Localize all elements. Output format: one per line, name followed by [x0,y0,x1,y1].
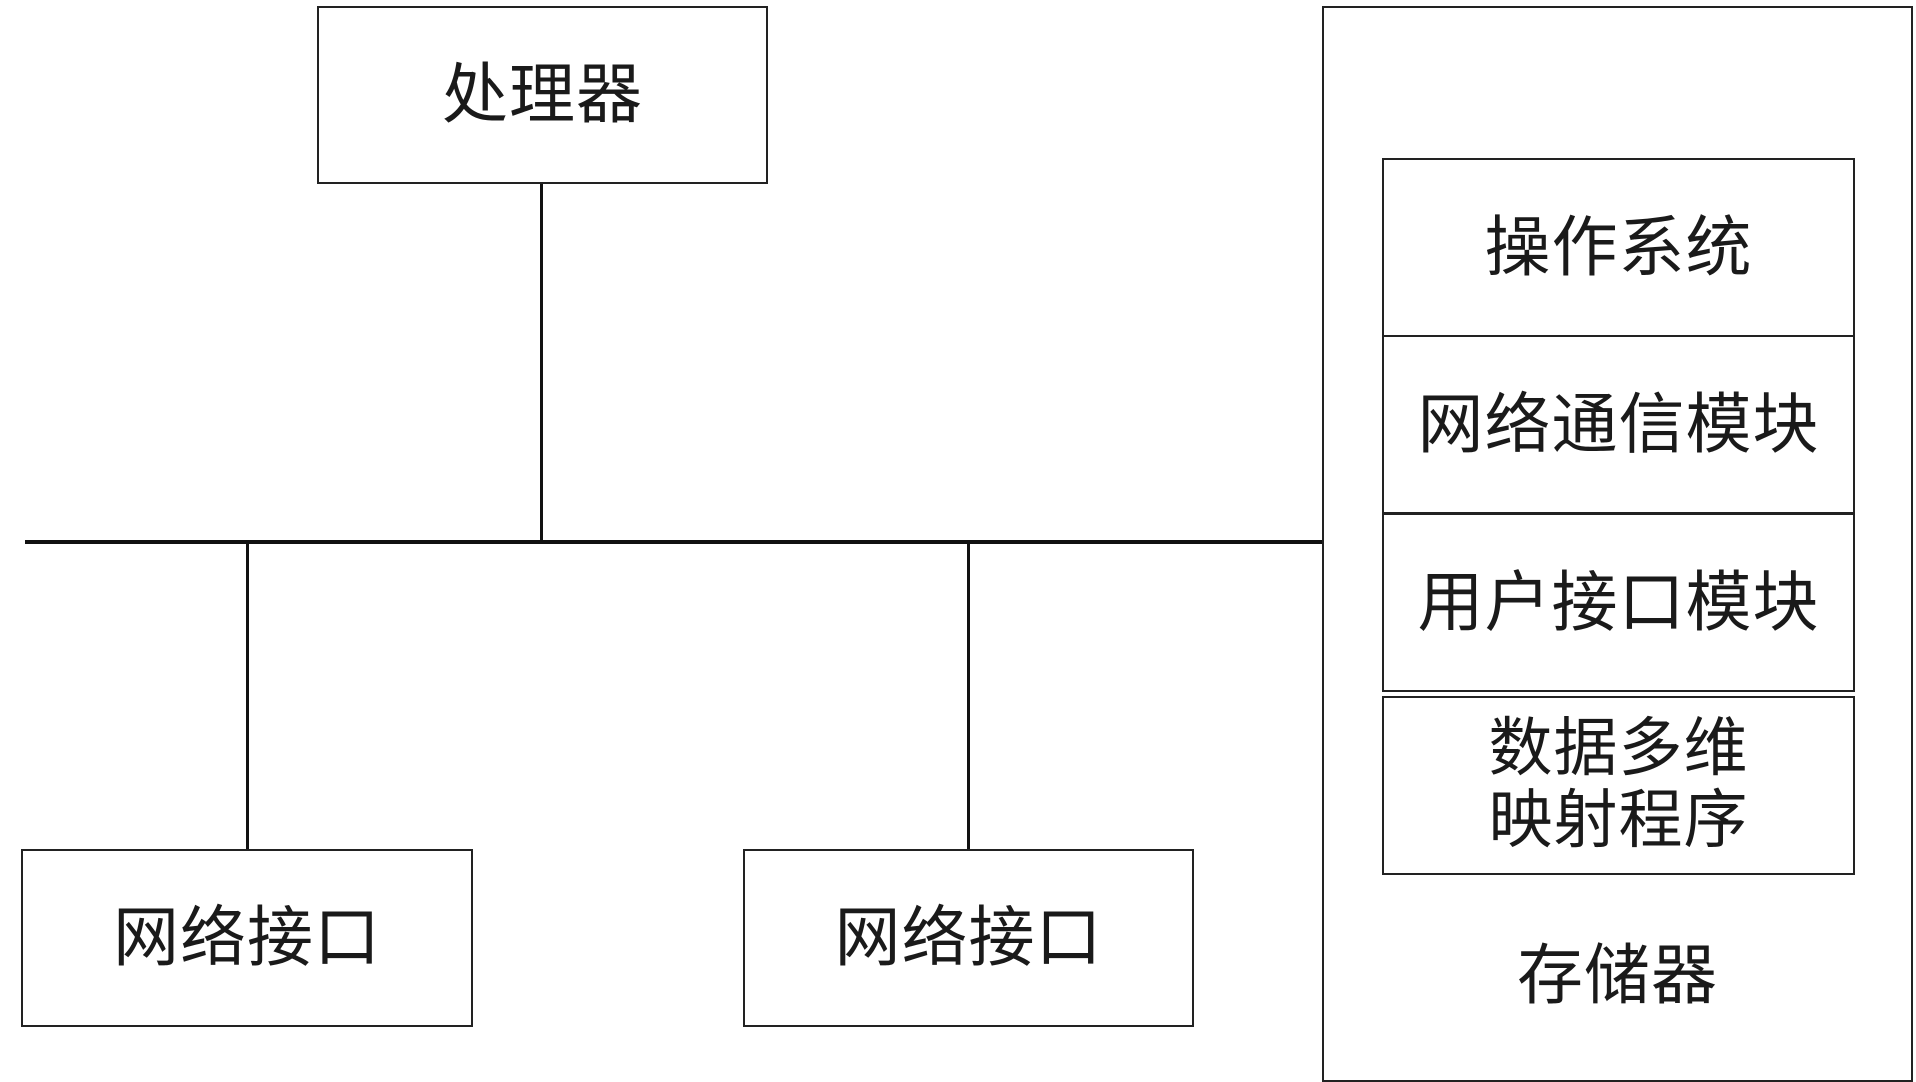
processor-label: 处理器 [442,56,643,134]
module-operating-system: 操作系统 [1382,158,1855,337]
module-operating-system-label: 操作系统 [1484,208,1753,286]
network-interface-box-1: 网络接口 [21,849,473,1027]
module-user-interface-label: 用户接口模块 [1417,563,1820,641]
network-interface-1-connector-line [246,542,249,850]
network-interface-box-2: 网络接口 [743,849,1194,1027]
module-data-mapping-label: 数据多维 映射程序 [1488,711,1749,858]
processor-connector-line [540,183,543,542]
module-user-interface: 用户接口模块 [1382,513,1855,692]
module-data-mapping-label-line-2: 映射程序 [1488,783,1749,858]
system-bus-line [25,540,1322,544]
processor-box: 处理器 [317,6,768,184]
memory-label: 存储器 [1517,937,1718,1014]
network-interface-label-1: 网络接口 [113,899,381,977]
module-data-mapping-label-line-1: 数据多维 [1488,711,1749,786]
network-interface-2-connector-line [967,542,970,850]
module-data-multidimensional-mapping-program: 数据多维 映射程序 [1382,696,1855,875]
network-interface-label-2: 网络接口 [834,899,1103,977]
module-network-communication: 网络通信模块 [1382,335,1855,514]
module-network-communication-label: 网络通信模块 [1417,385,1820,463]
